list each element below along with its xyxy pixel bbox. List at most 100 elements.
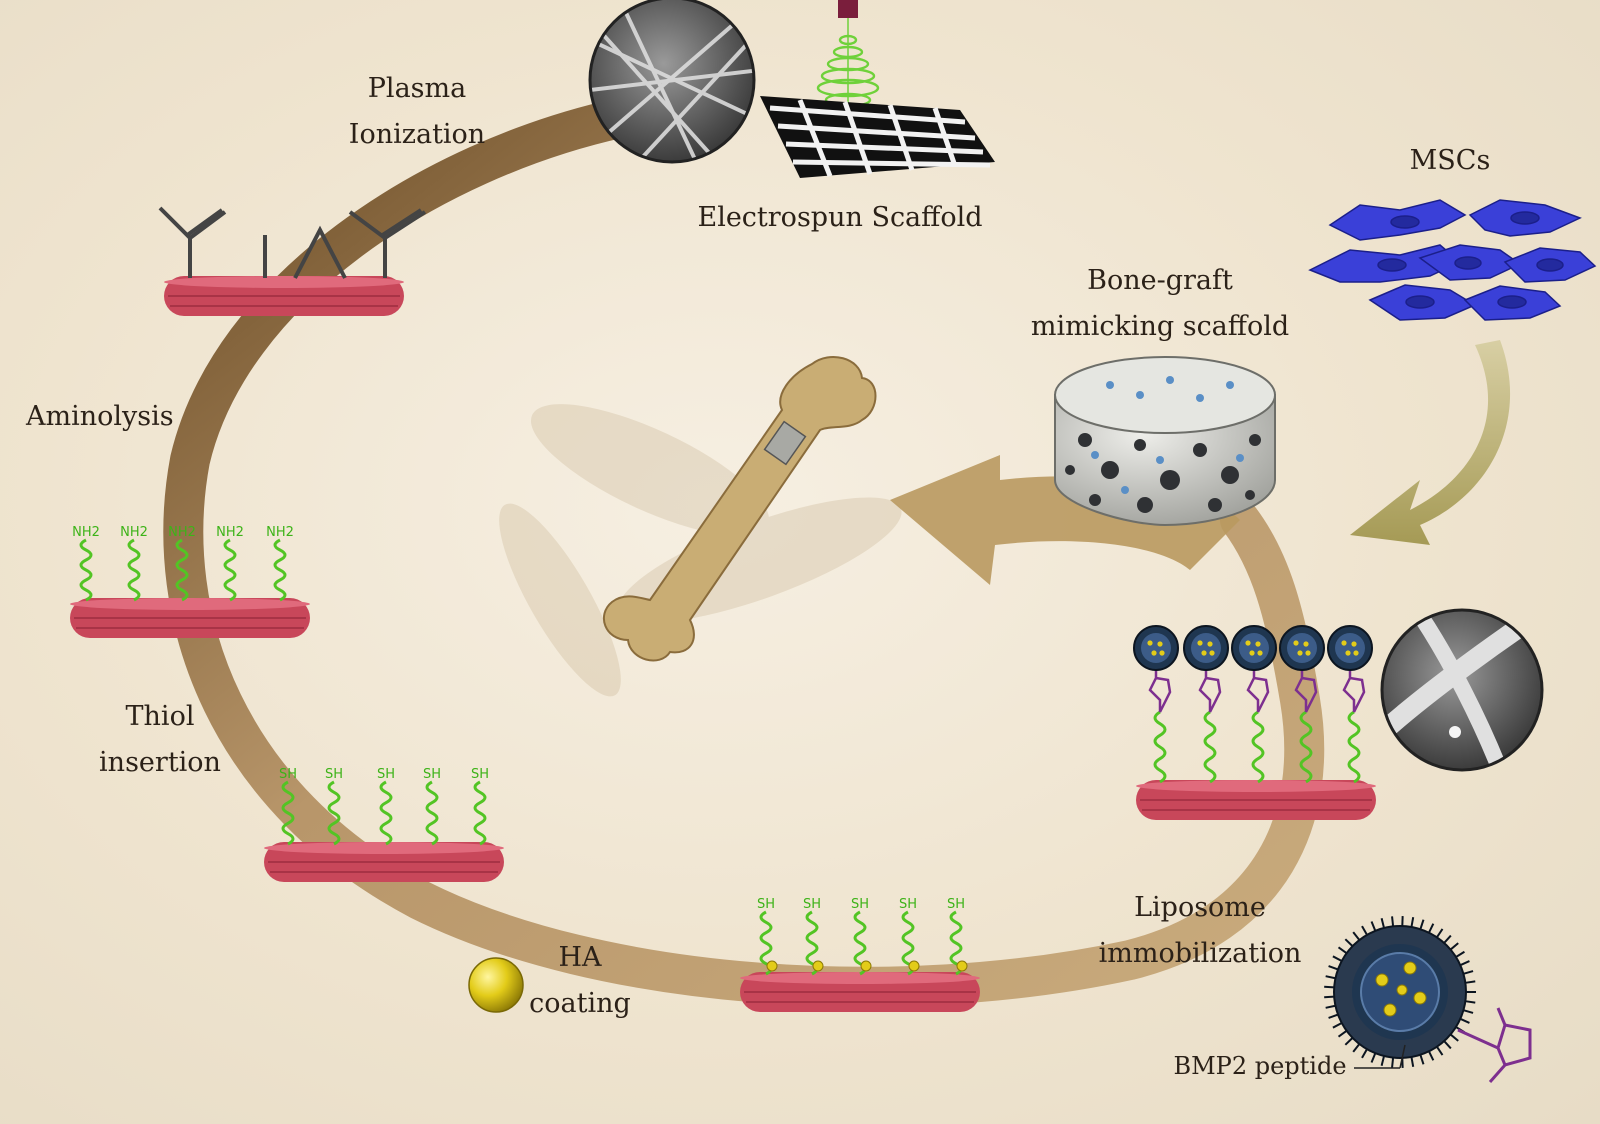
lipid-tail [1337, 1029, 1348, 1038]
cell-icon [1468, 199, 1582, 237]
cell-icon [1368, 284, 1477, 321]
lipid-tail [1419, 919, 1425, 930]
linker-spring [1347, 710, 1361, 784]
label-plasma-line2: Ionization [348, 119, 486, 150]
liposome [1327, 625, 1373, 671]
ha-particle-icon [468, 957, 524, 1013]
label-thiol-insertion: Thiol insertion [90, 694, 230, 786]
linker-spring [425, 780, 439, 846]
lipid-tail [1344, 938, 1354, 947]
lipid-tail [1325, 1004, 1336, 1009]
functional-group-label: NH2 [168, 525, 196, 540]
lipid-tail [1324, 995, 1335, 999]
msc-cells [1308, 199, 1597, 321]
label-thiol-line2: insertion [99, 747, 221, 778]
linker-spring [759, 910, 773, 976]
sem-fiber-icon [588, 0, 756, 164]
functional-group-label: NH2 [72, 525, 100, 540]
label-bone-graft-scaffold: Bone-graft mimicking scaffold [1010, 258, 1310, 350]
linker-spring [127, 538, 141, 602]
liposome [1183, 625, 1229, 671]
label-electrospun-scaffold: Electrospun Scaffold [697, 202, 983, 233]
linker-spring [805, 910, 819, 976]
lipid-tail [1332, 1022, 1343, 1029]
lipid-tail [1337, 946, 1348, 955]
label-bone-graft-line2: mimicking scaffold [1030, 311, 1290, 342]
label-bone-graft-line1: Bone-graft [1087, 265, 1233, 296]
cell-icon [1328, 199, 1467, 241]
label-liposome-immobilization: Liposome immobilization [1085, 885, 1315, 977]
lipid-tail [1344, 1037, 1354, 1046]
lipid-tail [1443, 934, 1452, 944]
linker-spring [281, 780, 295, 846]
lipid-tail [1459, 1017, 1470, 1024]
liposome-icon [1324, 916, 1532, 1083]
label-ha-coating: HA coating [520, 935, 640, 1027]
lipid-tail [1455, 950, 1465, 958]
functional-group-label: SH [899, 897, 917, 912]
lipid-tail [1436, 928, 1444, 938]
label-mscs: MSCs [1409, 145, 1491, 176]
lipid-tail [1428, 923, 1435, 934]
lipid-tail [1391, 1057, 1395, 1068]
maleimide-icon [1457, 1007, 1532, 1083]
linker-spring [223, 538, 237, 602]
disk-liposome [1133, 625, 1376, 820]
linker-spring [327, 780, 341, 846]
lipid-tail [1370, 921, 1377, 932]
lipid-tail [1352, 931, 1361, 941]
label-aminolysis: Aminolysis [26, 401, 174, 432]
label-liposome-line1: Liposome [1134, 892, 1266, 923]
sem-fiber-icon [1380, 608, 1544, 772]
linker-spring [379, 780, 393, 846]
ha-particle [956, 960, 968, 972]
ha-particle [860, 960, 872, 972]
lipid-tail [1332, 955, 1343, 962]
functional-group-label: SH [377, 767, 395, 782]
electrospinning-nozzle-icon [816, 0, 880, 110]
lipid-tail [1380, 1055, 1386, 1066]
functional-group-label: SH [325, 767, 343, 782]
label-thiol-line1: Thiol [125, 701, 195, 732]
msc-arrow [1350, 340, 1511, 545]
label-liposome-line2: immobilization [1098, 938, 1302, 969]
lipid-tail [1324, 985, 1335, 989]
linker-spring [1299, 710, 1313, 784]
lipid-tail [1428, 1050, 1435, 1061]
linker-spring [175, 538, 189, 602]
lipid-tail [1443, 1040, 1452, 1050]
functional-group-label: SH [279, 767, 297, 782]
label-ha-line2: coating [529, 988, 631, 1019]
ha-particle [812, 960, 824, 972]
linker-spring [1203, 710, 1217, 784]
bone-icon [602, 355, 877, 662]
lipid-tail [1410, 916, 1415, 928]
lipid-tail [1449, 1033, 1459, 1042]
disk-plasma [158, 206, 427, 316]
lipid-tail [1459, 960, 1470, 967]
functional-group-label: NH2 [266, 525, 294, 540]
peptide-linker [1198, 668, 1222, 713]
linker-spring [853, 910, 867, 976]
linker-spring [949, 910, 963, 976]
functional-group-label: NH2 [216, 525, 244, 540]
lipid-tail [1361, 1048, 1368, 1059]
liposome [1279, 625, 1325, 671]
ha-particle [766, 960, 778, 972]
peptide-linker [1342, 668, 1366, 713]
lipid-tail [1361, 925, 1368, 936]
lipid-tail [1465, 1000, 1476, 1004]
lipid-tail [1352, 1043, 1361, 1053]
functional-group-label: SH [803, 897, 821, 912]
label-ha-line1: HA [558, 942, 602, 973]
cell-icon [1463, 285, 1562, 321]
lipid-tail [1463, 1009, 1474, 1014]
cell-icon [1503, 247, 1597, 283]
functional-group-label: SH [471, 767, 489, 782]
lipid-tail [1328, 1013, 1339, 1019]
liposome [1231, 625, 1277, 671]
